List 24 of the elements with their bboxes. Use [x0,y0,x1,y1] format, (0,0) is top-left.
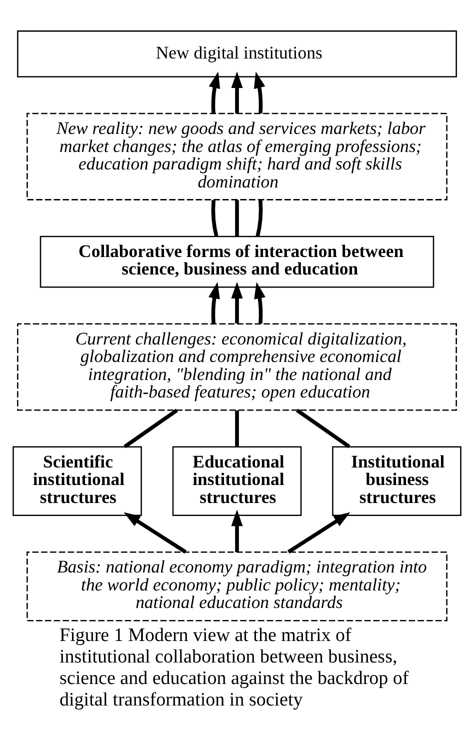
node-box: New digital institutions [17,30,457,78]
arrow [287,512,350,554]
caption: Figure 1 Modern view at the matrix of institutional collaboration between business, science and education against the backdrop of digital transformation in society [60,624,409,711]
arrow [254,72,266,114]
connector [235,410,239,446]
arrow [231,510,243,552]
arrow [124,512,187,554]
arrow [208,282,220,324]
node-box: Collaborative forms of interaction between science, business and education [40,236,434,288]
node-box: Basis: national economy paradigm; integration into the world economy; public policy; mentality; national education standards [26,551,448,622]
connector [296,408,350,448]
arrow [231,71,243,114]
arrow [254,282,266,324]
connector [235,200,239,236]
connector [124,408,178,448]
node-box: Scientific institutional structures [12,446,142,516]
connector [211,200,218,237]
node-box: Current challenges: economical digitalization, globalization and comprehensive economical integration, "blending in" the national and faith-based features; open education [17,323,457,411]
arrow [208,72,220,114]
connector [256,200,263,237]
node-box: Educational institutional structures [172,446,302,516]
node-box: Institutional business structures [332,446,462,516]
arrow [231,282,243,324]
node-box: New reality: new goods and services markets; labor market changes; the atlas of emerging professions; education paradigm shift; hard and soft skills domination [26,112,448,200]
